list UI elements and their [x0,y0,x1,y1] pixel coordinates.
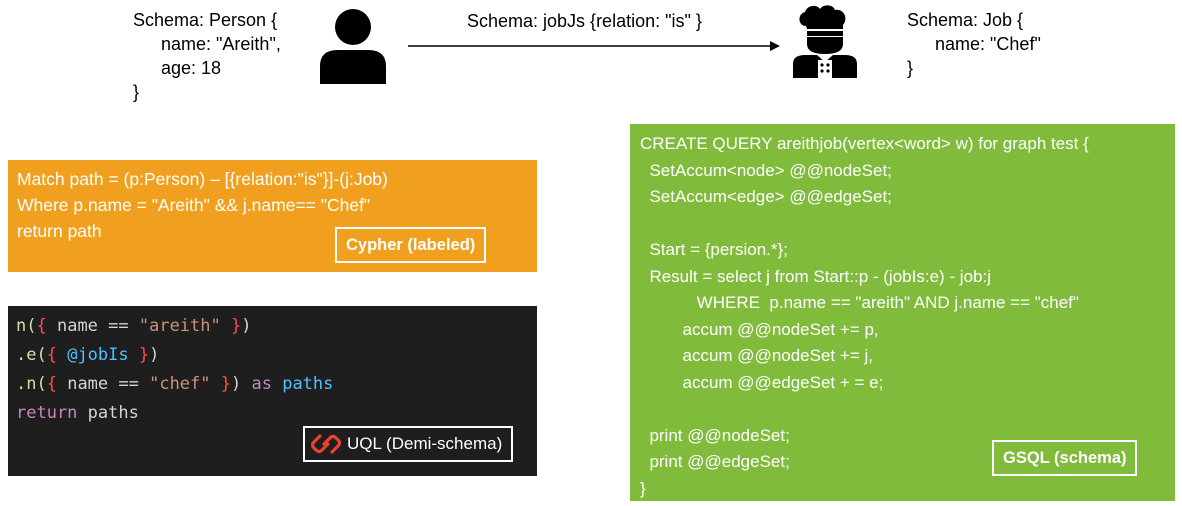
job-schema-line: } [907,58,914,78]
person-schema-line: name: "Areith", [161,34,281,54]
gsql-code: CREATE QUERY areithjob(vertex<word> w) f… [640,131,1089,502]
gsql-code-line: print @@edgeSet; [640,452,790,471]
code-token: ) [241,316,252,336]
uql-code: n({ name == "areith" }) .e({ @jobIs }) .… [16,312,333,428]
cypher-code-line: return path [17,221,102,241]
code-token: "areith" [138,316,221,336]
cypher-code-line: Match path = (p:Person) – [{relation:"is… [17,169,388,189]
cypher-tag: Cypher (labeled) [335,227,487,263]
code-token: name == [46,316,139,336]
code-token: .n( [16,374,47,394]
relation-arrow [408,41,780,51]
uql-tag: UQL (Demi-schema) [303,426,514,462]
gsql-code-line: accum @@nodeSet += p, [640,319,879,339]
person-schema-line: Schema: Person { [133,10,278,30]
code-token: return [16,403,78,423]
gsql-code-line: accum @@nodeSet += j, [640,346,873,365]
gsql-code-line: SetAccum<node> @@nodeSet; [640,160,892,180]
gsql-code-box: CREATE QUERY areithjob(vertex<word> w) f… [630,124,1175,501]
code-token: { [46,374,57,394]
gsql-code-line: Start = {persion.*}; [640,240,788,259]
person-schema-line: age: 18 [161,58,222,78]
uql-code-line: .e({ @jobIs }) [16,341,333,370]
uql-code-line: n({ name == "areith" }) [16,312,333,341]
cypher-code: Match path = (p:Person) – [{relation:"is… [17,166,388,244]
code-token: paths [77,403,139,423]
code-token: } [128,345,150,365]
code-token: paths [271,374,334,394]
code-token: "chef" [149,374,211,394]
job-schema-line: name: "Chef" [935,34,1041,54]
person-schema-line: } [133,82,140,102]
gsql-code-line: Result = select j from Start::p - (jobIs… [640,266,991,286]
code-token: { [36,316,47,336]
uql-code-line: .n({ name == "chef" }) as paths [16,370,333,399]
gsql-code-line: print @@nodeSet; [640,425,790,445]
gsql-code-line: WHERE p.name == "areith" AND j.name == "… [640,293,1079,312]
gsql-code-line: } [640,478,646,498]
code-token: { [46,345,57,365]
code-token: ) [149,345,160,365]
edge-schema-label: Schema: jobJs {relation: "is" } [467,11,702,31]
code-token: ) [231,374,252,394]
code-token: as [251,374,272,394]
person-silhouette-icon [320,9,386,84]
uql-code-box: n({ name == "areith" }) .e({ @jobIs }) .… [8,306,537,476]
code-token: name == [56,374,150,394]
cypher-code-box: Match path = (p:Person) – [{relation:"is… [8,160,537,272]
ultipa-logo-icon [311,434,341,454]
uql-tag-label: UQL (Demi-schema) [347,434,503,453]
gsql-code-line: SetAccum<edge> @@edgeSet; [640,187,892,206]
code-token: .e( [16,345,47,365]
cypher-code-line: Where p.name = "Areith" && j.name== "Che… [17,195,371,215]
gsql-tag: GSQL (schema) [992,440,1138,476]
chef-icon [793,5,857,78]
code-token: n( [16,316,37,336]
code-token: } [210,374,231,394]
code-token: } [220,316,242,336]
uql-code-line: return paths [16,399,333,428]
person-schema: Schema: Person { name: "Areith", age: 18… [133,8,281,104]
code-token: @jobIs [56,345,129,365]
gsql-code-line [640,396,1089,423]
job-schema-line: Schema: Job { [907,10,1024,30]
gsql-code-line: CREATE QUERY areithjob(vertex<word> w) f… [640,134,1089,153]
job-schema: Schema: Job { name: "Chef" } [907,8,1041,80]
gsql-code-line: accum @@edgeSet + = e; [640,372,884,392]
gsql-code-line [640,211,1089,238]
